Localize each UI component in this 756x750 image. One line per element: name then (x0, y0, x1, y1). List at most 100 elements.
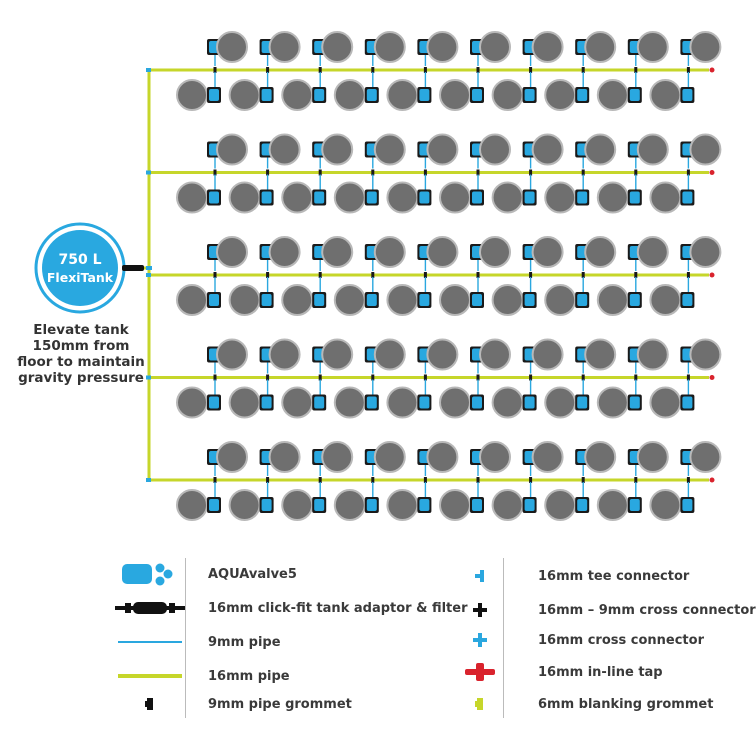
cross-connector-black-icon (581, 169, 585, 176)
aquavalve-body (314, 191, 325, 204)
9mm-pipe (687, 482, 690, 504)
cross-connector-black-icon (423, 374, 427, 381)
irrigation-diagram: 750 L FlexiTank (34, 31, 722, 521)
cross-connector-black-icon (686, 169, 690, 176)
tee-connector-icon (440, 560, 520, 592)
9mm-pipe (477, 174, 479, 197)
cross-connector-black-icon (371, 272, 375, 278)
cross-connector-black-icon (266, 272, 270, 278)
cross-connector-black-icon (371, 169, 375, 176)
tee-connector-icon (146, 273, 151, 277)
cross-connector-black-icon (423, 272, 427, 278)
cross-connector-black-icon (213, 272, 217, 278)
9mm-pipe (319, 174, 321, 197)
pot (228, 489, 261, 521)
9mm-pipe (372, 379, 374, 402)
tank-name: FlexiTank (47, 270, 114, 285)
9mm-pipe (266, 174, 269, 197)
pipe-grommet-icon (110, 688, 190, 720)
pot (596, 181, 629, 214)
pot (584, 441, 617, 473)
pot (268, 441, 301, 473)
pot (386, 181, 419, 214)
pot (689, 31, 722, 63)
pot (373, 236, 406, 268)
aquavalve-body (577, 396, 588, 409)
9mm-pipe (477, 72, 479, 94)
pot (596, 489, 629, 521)
cross-connector-black-icon (266, 169, 270, 176)
9mm-pipe (372, 174, 374, 197)
cross-connector-black-icon (213, 169, 217, 176)
pot (281, 79, 314, 111)
pot (584, 133, 617, 166)
pot (386, 386, 419, 419)
cross-connector-black-icon (686, 374, 690, 381)
tee-connector-icon (146, 478, 151, 482)
aquavalve-body (261, 89, 272, 101)
inline-tap-icon (709, 375, 715, 380)
pot (439, 489, 471, 521)
cross-connector-black-icon (476, 169, 480, 176)
legend: AQUAvalve5 16mm click-fit tank adaptor &… (110, 558, 756, 720)
pot (228, 79, 261, 111)
aquavalve-body (524, 294, 535, 306)
aquavalve-body (366, 294, 377, 306)
pot (439, 284, 471, 316)
cross-connector-black-icon (371, 374, 375, 381)
cross-connector-black-icon (581, 67, 585, 73)
cross-connector-black-icon (213, 67, 217, 73)
aquavalve-body (577, 499, 588, 511)
aquavalve-body (472, 89, 482, 101)
9mm-pipe (529, 174, 532, 197)
pot (636, 441, 669, 473)
legend-label: AQUAvalve5 (208, 566, 297, 582)
cross-connector-black-icon (476, 67, 480, 73)
cross-connector-black-icon (581, 272, 585, 278)
blanking-grommet-icon (440, 688, 520, 720)
legend-label: 16mm – 9mm cross connector (538, 602, 756, 618)
legend-label: 16mm click-fit tank adaptor & filter (208, 600, 468, 616)
aquavalve-body (419, 89, 430, 101)
pot (689, 338, 722, 371)
pot (479, 236, 511, 268)
aquavalve-body (524, 191, 535, 204)
cross-connector-black-icon (266, 477, 270, 483)
aquavalve-body (261, 396, 272, 409)
pot (439, 79, 471, 111)
9mm-pipe (635, 277, 637, 299)
legend-item-cross-connector-blue: 16mm cross connector (440, 624, 704, 656)
cross-connector-black-icon (529, 67, 533, 73)
9mm-pipe (635, 482, 637, 504)
pot (373, 31, 406, 63)
pot (216, 31, 248, 63)
9mm-pipe (214, 482, 216, 504)
aquavalve-body (366, 89, 377, 101)
9mm-pipe (582, 72, 584, 94)
aquavalve-body (472, 294, 482, 306)
pot (649, 79, 682, 111)
aquavalve-body (314, 294, 325, 306)
pot (491, 489, 524, 521)
pot (373, 441, 406, 473)
pot (636, 133, 669, 166)
cross-connector-black-icon (213, 374, 217, 381)
aquavalve-icon (110, 558, 190, 590)
pot (426, 441, 459, 473)
legend-item-tank-adaptor: 16mm click-fit tank adaptor & filter (110, 592, 468, 624)
row-16mm-pipe (149, 171, 709, 174)
legend-item-inline-tap: 16mm in-line tap (440, 656, 663, 688)
pot (216, 338, 248, 371)
tee-connector-icon (146, 68, 151, 72)
9mm-pipe (372, 482, 374, 504)
aquavalve-body (472, 191, 482, 204)
pot (689, 441, 722, 473)
pot (689, 133, 722, 166)
9mm-pipe-icon (110, 626, 190, 658)
cross-connector-black-icon (476, 374, 480, 381)
pot (281, 386, 314, 419)
pot (386, 284, 419, 316)
aquavalve-body (419, 499, 430, 511)
pot (584, 236, 617, 268)
pot (268, 236, 301, 268)
